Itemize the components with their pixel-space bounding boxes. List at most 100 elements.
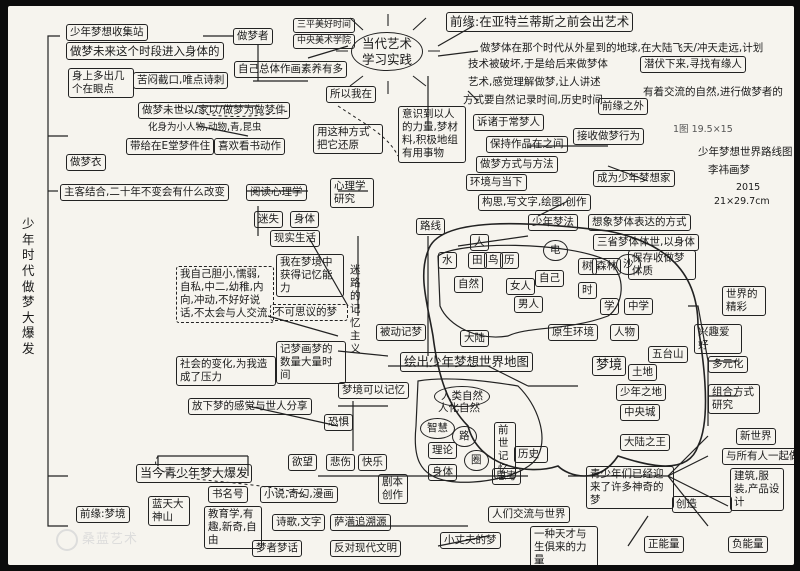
- core-city: 中央城: [620, 404, 660, 422]
- cell-middle-school: 中学: [624, 298, 653, 316]
- desire-node: 欲望: [288, 454, 317, 472]
- prior-node: 前缘之外: [598, 98, 648, 116]
- caption-year: 2015: [736, 182, 761, 193]
- meaning-right: 所以我在: [326, 86, 376, 104]
- sponsor-node: 诉诸于常梦人: [473, 114, 544, 132]
- cell-tree: 树: [578, 258, 597, 276]
- small-note: 三省梦体体世,以身体: [593, 234, 699, 252]
- paint-bg: 自己总体作画素养有多: [234, 61, 347, 79]
- caption-title: 少年梦想世界路线图: [698, 146, 793, 158]
- body-node: 身体: [290, 211, 319, 229]
- think-node: 思考: [492, 468, 521, 486]
- desc-line-4: 艺术,感觉理解做梦,让人讲述: [468, 76, 601, 88]
- art-node: 少年梦法: [528, 214, 578, 232]
- circle-node: 圈: [464, 450, 489, 472]
- dream-region: 梦境: [592, 356, 627, 377]
- drawing-title: 绘出少年梦想世界地图: [400, 352, 534, 372]
- negative-node: 负能量: [728, 536, 768, 554]
- reveal-node: 萨满追溯源: [330, 514, 391, 532]
- desc-line-1: 做梦体在那个时代从外星到的地球,在大陆飞天/冲天走远,计划: [480, 42, 764, 54]
- design-node: 建筑,服装,产品设计: [730, 468, 784, 512]
- dream-combo: 主客结合,二十年不变会有什么改变: [60, 184, 229, 202]
- prefix-node: 前缘:在亚特兰蒂斯之前会出艺术: [446, 12, 634, 32]
- spirit-node: 苦闷截口,唯点诗刺: [133, 72, 229, 90]
- youth-big: 当今青少年梦大爆发: [136, 464, 253, 483]
- sadness-node: 悲伤: [326, 454, 355, 472]
- past-node: 前世记忆: [494, 422, 516, 479]
- caption-size: 21×29.7cm: [714, 196, 770, 207]
- multi-node: 多元化: [708, 356, 748, 374]
- body-note: 身上多出几个在眼点: [68, 68, 134, 99]
- body-cluster: 身体: [428, 464, 457, 482]
- desc-line-5: 方式要自然记录时间,历史时间: [463, 94, 603, 106]
- mode-node: 我在梦境中获得记忆能力: [276, 254, 344, 298]
- human-node: 人类自然: [434, 386, 490, 408]
- cell-calendar: 历: [500, 252, 519, 270]
- feel-node: 用这种方式把它还原: [313, 124, 383, 155]
- desc-line-3: 潜伏下来,寻找有缘人: [640, 56, 746, 74]
- desc-line-2: 技术被破坏,于是给后来做梦体: [468, 58, 608, 70]
- cell-self: 自己: [535, 270, 564, 288]
- keep-node: 保持作品在之间: [486, 136, 568, 154]
- paper-sheet: 当代艺术学习实践 少年梦想收集站 做梦未来这个时段进入身体的 身上多出几个在眼点…: [8, 6, 794, 565]
- human2-node: 人化自然: [438, 402, 480, 414]
- note-right: 成为少年梦想家: [593, 170, 675, 188]
- all-help: 与所有人一起做梦: [722, 448, 794, 466]
- social-note: 记梦画梦的数量大量时间: [276, 341, 346, 385]
- carry-note: 带给在E堂梦件住: [126, 138, 215, 156]
- vertical-right: 迷路的记忆主义: [350, 264, 361, 355]
- realm-mount: 五台山: [648, 346, 688, 364]
- psych-node: 心理学研究: [330, 178, 374, 209]
- dream-tile: 梦者梦话: [252, 540, 302, 558]
- watermark-logo-icon: [56, 528, 78, 551]
- positive-node: 正能量: [644, 536, 684, 554]
- sky-node: 蓝天大神山: [148, 496, 190, 527]
- dream-station: 少年梦想收集站: [66, 24, 148, 42]
- kid-note: 化身为小人物,动物,青,昆虫: [148, 122, 262, 133]
- novel-node: 小说,奇幻,漫画: [260, 486, 338, 504]
- book-node: 书名号: [208, 486, 248, 504]
- cell-bird: 鸟: [484, 252, 503, 270]
- caption-scale: 1图 19.5×15: [673, 124, 733, 135]
- small-node: 小丈夫的梦: [440, 532, 501, 550]
- desc-line-6: 有着交流的自然,进行做梦者的: [643, 86, 783, 98]
- lab-node: 中央美术学院: [293, 34, 356, 50]
- land-node: 大陆: [460, 330, 489, 348]
- read-psych: 阅读心理学: [246, 184, 307, 202]
- caption-author: 李祎画梦: [708, 164, 750, 176]
- earth-node: 土地: [628, 364, 657, 382]
- cell-field: 田: [468, 252, 487, 270]
- cell-man: 男人: [514, 296, 543, 314]
- combine-node: 组合方式研究: [708, 384, 760, 415]
- loop-node: 做梦方式与方法: [476, 156, 558, 174]
- joy-node: 快乐: [358, 454, 387, 472]
- wisdom-node: 智慧: [420, 418, 455, 440]
- cell-electric: 电: [543, 240, 568, 262]
- realm-node: 三平美好时间: [293, 18, 356, 34]
- consciousness-node: 意识到以人的力量,梦材料,积极地组有用事物: [398, 106, 466, 163]
- flow-node: 构思,写文字,绘图,创作: [478, 194, 591, 212]
- cell-person: 人: [470, 234, 489, 252]
- lost-node: 迷失: [254, 211, 283, 229]
- receive-node: 接收做梦行为: [573, 128, 644, 146]
- share-node: 放下梦的感觉与世人分享: [188, 398, 312, 416]
- gather-node: 人们交流与世界: [488, 506, 570, 524]
- bad-dreams: 不可思议的梦: [270, 304, 348, 322]
- watermark-label: 桑蓝艺术: [82, 532, 139, 547]
- youth-place: 少年之地: [616, 384, 666, 402]
- history-node: 历史: [514, 446, 548, 464]
- do-dream-node: 做梦者: [233, 28, 273, 46]
- road-node: 路: [452, 426, 477, 448]
- power-node: 一种天才与生俱来的力量: [530, 526, 598, 565]
- create-node: 创造: [672, 496, 732, 514]
- scene-node: 环境与当下: [466, 174, 527, 192]
- theory-node: 理论: [428, 442, 457, 460]
- new-world: 新世界: [736, 428, 776, 446]
- world-hint: 世界的精彩: [722, 286, 766, 317]
- meaning-node: 喜欢看书动作: [214, 138, 285, 156]
- center-node: 当代艺术学习实践: [351, 32, 423, 72]
- recall-node: 梦境可以记忆: [338, 382, 409, 400]
- kid-stuff: 做梦未世以/家以/做梦为做梦件: [138, 102, 290, 120]
- watermark: 桑蓝艺术: [56, 528, 138, 551]
- guide-node: 想象梦体表达的方式: [588, 214, 691, 232]
